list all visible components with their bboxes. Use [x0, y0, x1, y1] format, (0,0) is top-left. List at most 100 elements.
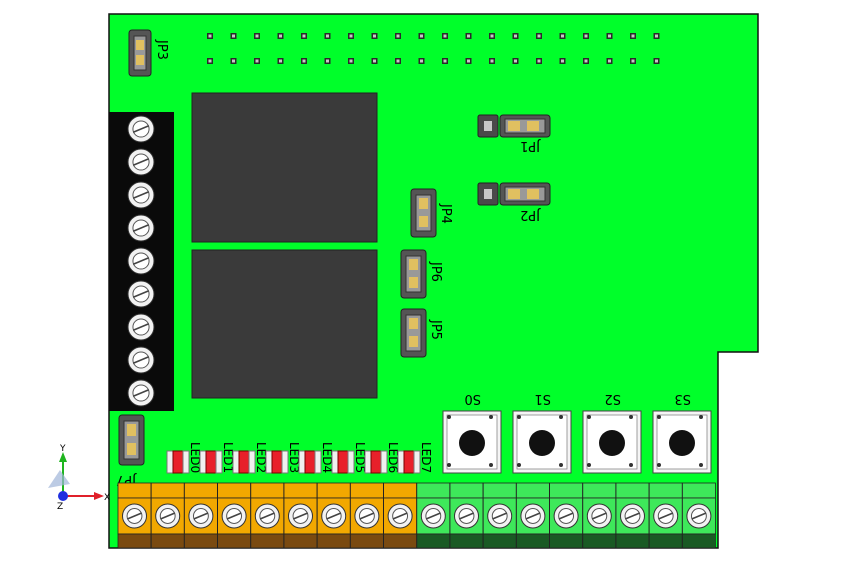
header-pad [653, 33, 660, 39]
header-pad [207, 33, 213, 39]
header-pad [559, 58, 566, 64]
push-button-s2[interactable]: S2 [582, 391, 642, 474]
switch-label: S2 [604, 391, 621, 406]
switch-label: S1 [534, 391, 551, 406]
axis-triad-icon: Y X Z [48, 444, 110, 512]
jumper-jp6[interactable]: JP6 [400, 249, 443, 299]
screw-icon [653, 503, 679, 529]
screw-icon [321, 503, 347, 529]
header-pad [395, 33, 401, 39]
screw-icon [487, 503, 513, 529]
push-button-s1[interactable]: S1 [512, 391, 572, 474]
header-pad [418, 33, 425, 39]
screw-icon [127, 214, 155, 242]
terminal-orange [349, 482, 384, 549]
header-pad [559, 33, 566, 39]
axis-x-label: X [104, 493, 110, 503]
screw-icon [127, 115, 155, 143]
screw-icon [686, 503, 712, 529]
screw-icon [127, 313, 155, 341]
led-1: LED1 [199, 442, 235, 474]
led-label: LED0 [188, 442, 202, 473]
screw-icon [553, 503, 579, 529]
header-pad [371, 33, 378, 39]
screw-icon [420, 503, 446, 529]
led-0: LED0 [166, 442, 202, 474]
led-4: LED4 [298, 442, 334, 474]
jumper-jp1[interactable]: JP1 [477, 114, 551, 153]
screw-icon [122, 503, 147, 529]
terminal-orange [150, 482, 185, 549]
jumper-jp3[interactable]: JP3 [128, 29, 169, 77]
header-pad [630, 58, 636, 64]
terminal-orange [316, 482, 351, 549]
screw-icon [127, 346, 155, 374]
header-pad [442, 58, 448, 64]
jp3-label: JP3 [154, 39, 169, 60]
screw-icon [127, 181, 155, 209]
screw-icon [288, 503, 313, 529]
jp6-label: JP6 [428, 261, 443, 282]
led-row: LED0 LED1 LED2 LED3 LED4 LED5 LED6 LED7 [166, 442, 433, 474]
jumper-jp5[interactable]: JP5 [400, 308, 443, 358]
led-5: LED5 [331, 442, 367, 474]
screw-icon [520, 503, 546, 529]
led-3: LED3 [265, 442, 301, 474]
terminal-green [416, 482, 451, 549]
header-pad [583, 33, 589, 39]
screw-icon [454, 503, 479, 529]
header-pad [207, 58, 213, 64]
screw-icon [127, 280, 155, 308]
led-label: LED1 [221, 442, 235, 473]
led-label: LED3 [287, 442, 301, 473]
relay-bottom [191, 249, 378, 399]
screw-icon [387, 503, 413, 529]
terminal-orange [117, 482, 152, 549]
jp5-label: JP5 [428, 319, 443, 340]
terminal-green [648, 482, 683, 549]
led-label: LED6 [386, 442, 400, 473]
header-pad [606, 33, 613, 39]
switch-label: S0 [464, 391, 481, 406]
terminal-green [449, 482, 484, 549]
led-label: LED7 [419, 442, 433, 473]
jumper-jp4[interactable]: JP4 [410, 188, 453, 238]
terminal-green [615, 482, 650, 549]
push-button-s3[interactable]: S3 [652, 391, 712, 474]
header-pad [465, 33, 472, 39]
led-2: LED2 [232, 442, 268, 474]
header-pad [583, 58, 589, 64]
switch-label: S3 [674, 391, 691, 406]
jp4-label: JP4 [438, 203, 453, 224]
push-button-s0[interactable]: S0 [442, 391, 502, 474]
header-pad [442, 33, 448, 39]
terminal-orange [250, 482, 285, 549]
axis-z-label: Z [57, 502, 63, 512]
terminal-green [682, 482, 716, 549]
led-label: LED5 [353, 442, 367, 473]
led-label: LED4 [320, 442, 334, 473]
left-terminal-screws [127, 115, 155, 407]
screw-icon [586, 503, 612, 529]
terminal-orange [183, 482, 218, 549]
terminal-orange [217, 482, 252, 549]
terminal-green [516, 482, 550, 549]
led-label: LED2 [254, 442, 268, 473]
header-pad [324, 58, 331, 64]
header-pad [630, 33, 636, 39]
header-pad [277, 33, 284, 39]
screw-icon [188, 503, 214, 529]
header-pad [348, 58, 354, 64]
jumper-jp2[interactable]: JP2 [477, 182, 551, 222]
led-7: LED7 [397, 442, 433, 474]
jp1-label: JP1 [520, 138, 541, 153]
led-6: LED6 [364, 442, 400, 474]
header-pad [348, 33, 354, 39]
header-pad [230, 33, 237, 39]
header-pad [606, 58, 613, 64]
screw-icon [127, 247, 155, 275]
header-pin-pads [207, 33, 660, 64]
header-pad [489, 58, 495, 64]
header-pad [536, 58, 542, 64]
